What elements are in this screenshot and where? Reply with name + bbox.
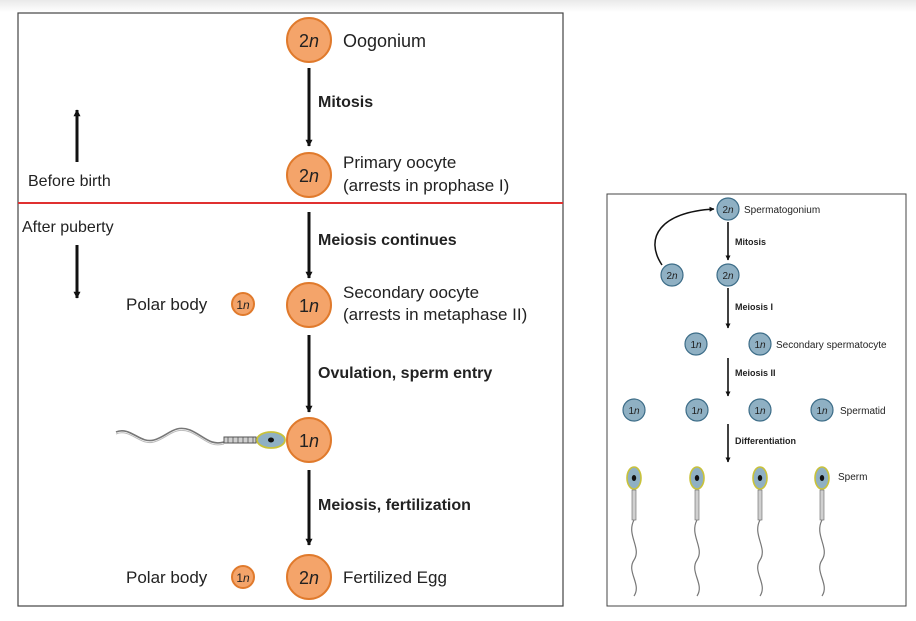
primary-oocyte-note: (arrests in prophase I) xyxy=(343,176,509,195)
spermatogenesis-panel: 2n Spermatogonium Mitosis 2n 2n Meiosis … xyxy=(606,193,907,607)
spermatid-2: 1n xyxy=(685,398,709,422)
svg-text:1n: 1n xyxy=(299,431,319,451)
spermatid-label: Spermatid xyxy=(840,406,886,417)
svg-text:1n: 1n xyxy=(299,296,319,316)
meiosis-continues-label: Meiosis continues xyxy=(318,232,457,249)
polar-body-cell-2: 1n xyxy=(231,565,255,589)
meiosis-1-label: Meiosis I xyxy=(735,302,773,312)
spermatid-1: 1n xyxy=(622,398,646,422)
secondary-oocyte-label: Secondary oocyte xyxy=(343,283,479,302)
before-birth-label: Before birth xyxy=(28,173,111,190)
secondary-oocyte-note: (arrests in metaphase II) xyxy=(343,305,527,324)
svg-text:2n: 2n xyxy=(722,271,734,282)
svg-text:1n: 1n xyxy=(816,406,828,417)
svg-text:1n: 1n xyxy=(236,571,250,585)
svg-text:2n: 2n xyxy=(299,31,319,51)
secondary-spermatocyte-2: 1n xyxy=(748,332,772,356)
svg-text:1n: 1n xyxy=(691,406,703,417)
fertilized-egg-cell: 2n xyxy=(286,554,332,600)
svg-text:2n: 2n xyxy=(722,205,734,216)
secondary-spermatocyte-label: Secondary spermatocyte xyxy=(776,340,887,351)
svg-text:2n: 2n xyxy=(666,271,678,282)
polar-body-cell-1: 1n xyxy=(231,292,255,316)
svg-text:1n: 1n xyxy=(690,340,702,351)
spermatid-4: 1n xyxy=(810,398,834,422)
sperm-label: Sperm xyxy=(838,472,867,483)
svg-text:1n: 1n xyxy=(754,340,766,351)
primary-oocyte-label: Primary oocyte xyxy=(343,153,456,172)
svg-text:1n: 1n xyxy=(236,298,250,312)
polar-body-label-1: Polar body xyxy=(126,295,208,314)
oogonium-cell: 2n xyxy=(286,17,332,63)
spermatid-3: 1n xyxy=(748,398,772,422)
sperm-cell-3 xyxy=(752,466,768,597)
ovulation-label: Ovulation, sperm entry xyxy=(318,365,492,382)
sperm-entering-icon xyxy=(115,427,286,449)
polar-body-label-2: Polar body xyxy=(126,568,208,587)
mitosis-cell-2: 2n xyxy=(716,263,740,287)
svg-text:2n: 2n xyxy=(299,568,319,588)
svg-text:1n: 1n xyxy=(628,406,640,417)
top-shadow xyxy=(0,0,916,12)
oogonium-label: Oogonium xyxy=(343,31,426,51)
spermatogonium-cell: 2n xyxy=(716,197,740,221)
secondary-oocyte-cell: 1n xyxy=(286,282,332,328)
spermatogonium-label: Spermatogonium xyxy=(744,205,820,216)
mitosis-cell-1: 2n xyxy=(660,263,684,287)
secondary-spermatocyte-1: 1n xyxy=(684,332,708,356)
meiosis-2-label: Meiosis II xyxy=(735,368,776,378)
fertilization-label: Meiosis, fertilization xyxy=(318,497,471,514)
egg-with-sperm-cell: 1n xyxy=(286,417,332,463)
primary-oocyte-cell: 2n xyxy=(286,152,332,198)
oogenesis-panel: 2n Oogonium Mitosis 2n Primary oocyte (a… xyxy=(17,12,564,607)
mitosis-label: Mitosis xyxy=(318,94,373,111)
sperm-cell-4 xyxy=(814,466,830,597)
self-renewal-arrow xyxy=(654,206,715,266)
sperm-cell-2 xyxy=(689,466,705,597)
svg-text:1n: 1n xyxy=(754,406,766,417)
fertilized-egg-label: Fertilized Egg xyxy=(343,568,447,587)
svg-text:2n: 2n xyxy=(299,166,319,186)
after-puberty-label: After puberty xyxy=(22,219,114,236)
sperm-cell-1 xyxy=(626,466,642,597)
sperm-mitosis-label: Mitosis xyxy=(735,237,766,247)
differentiation-label: Differentiation xyxy=(735,436,796,446)
